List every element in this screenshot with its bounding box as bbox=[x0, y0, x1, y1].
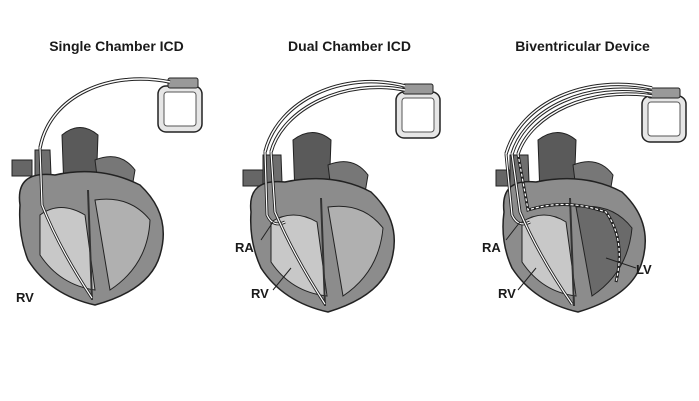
label-rv: RV bbox=[16, 290, 34, 305]
label-rv: RV bbox=[251, 286, 269, 301]
panel-title: Biventricular Device bbox=[515, 38, 650, 54]
panel-dual-chamber: Dual Chamber ICD RA RV bbox=[233, 0, 466, 401]
heart-diagram bbox=[495, 82, 687, 313]
label-lv: LV bbox=[636, 262, 652, 277]
heart-diagram bbox=[11, 77, 203, 306]
panel-title: Single Chamber ICD bbox=[49, 38, 184, 54]
label-ra: RA bbox=[235, 240, 254, 255]
panel-single-chamber: Single Chamber ICD RV bbox=[0, 0, 233, 401]
icd-device bbox=[641, 87, 687, 143]
panel-title: Dual Chamber ICD bbox=[288, 38, 411, 54]
icd-device bbox=[157, 77, 203, 133]
panel-biventricular: Biventricular Device RA RV LV bbox=[466, 0, 699, 401]
label-rv: RV bbox=[498, 286, 516, 301]
label-ra: RA bbox=[482, 240, 501, 255]
heart-diagram bbox=[242, 80, 441, 313]
icd-device bbox=[395, 83, 441, 139]
